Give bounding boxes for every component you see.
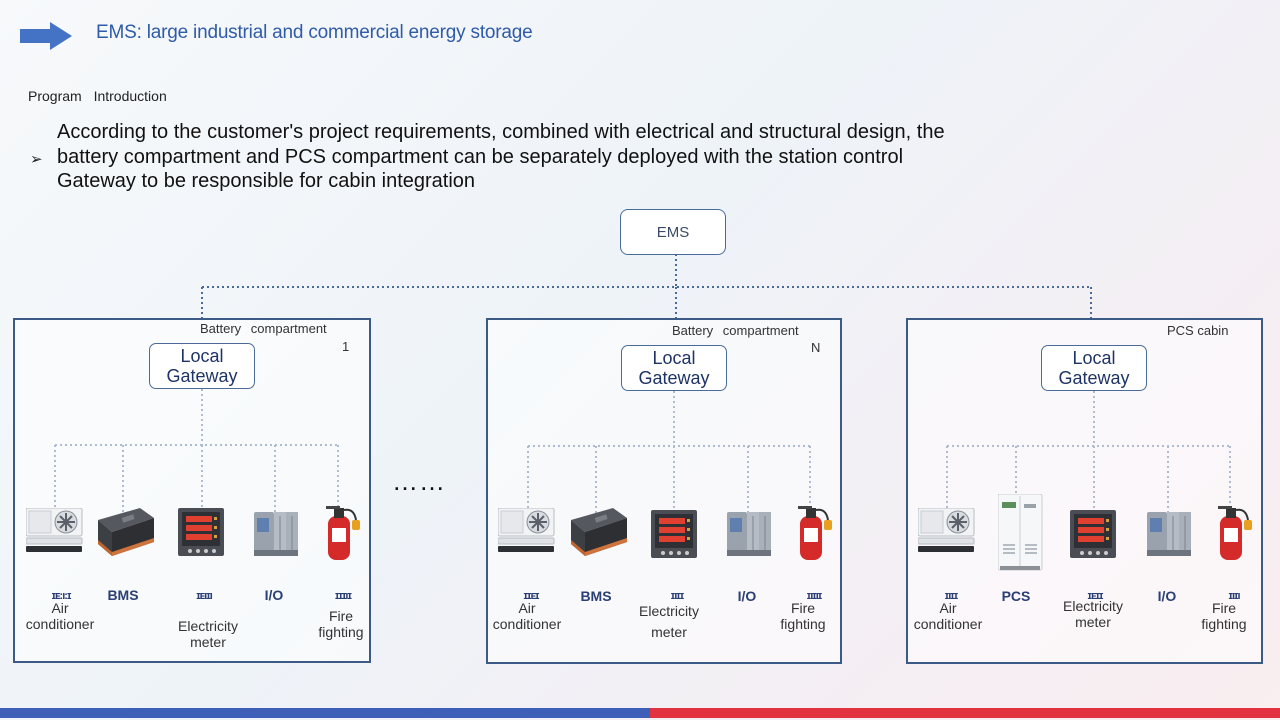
electricity-meter-icon bbox=[1070, 510, 1116, 558]
io-label: I/O bbox=[737, 588, 757, 604]
air-conditioner-glyph: ɪᴇ:ı:ɪ bbox=[51, 590, 72, 602]
fire-extinguisher-icon bbox=[1217, 505, 1253, 561]
bms-label: BMS bbox=[580, 588, 612, 604]
battery-bms-icon bbox=[98, 508, 154, 556]
electricity-meter-label: Electricity meter bbox=[1063, 598, 1123, 630]
cabin-label: Battery compartment bbox=[672, 323, 799, 338]
fire-glyph: ɪɪɪıɪ bbox=[335, 590, 352, 602]
fire-extinguisher-icon bbox=[797, 505, 833, 561]
fire-fighting-label: Fire fighting bbox=[1201, 600, 1247, 632]
ems-box: EMS bbox=[620, 209, 726, 255]
meter-glyph: ɪᴇɪɪ bbox=[1087, 590, 1104, 602]
meter-glyph: ɪᴇıɪı bbox=[196, 590, 213, 602]
air-conditioner-label: Air conditioner bbox=[913, 600, 983, 632]
io-label: I/O bbox=[1157, 588, 1177, 604]
io-label: I/O bbox=[264, 587, 284, 603]
cabin-label: Battery compartment bbox=[200, 321, 327, 336]
electricity-meter-icon bbox=[178, 508, 224, 556]
electricity-meter-icon bbox=[651, 510, 697, 558]
section-subtitle: Program Introduction bbox=[28, 88, 167, 104]
io-module-icon bbox=[1147, 511, 1192, 557]
local-gateway-box: Local Gateway bbox=[149, 343, 255, 389]
air-conditioner-icon bbox=[498, 508, 555, 553]
electricity-meter-label: Electricity meter bbox=[178, 618, 238, 650]
local-gateway-box: Local Gateway bbox=[621, 345, 727, 391]
fire-glyph: ɪıɪı bbox=[1228, 590, 1240, 602]
cabin-label: PCS cabin bbox=[1167, 323, 1229, 338]
air-conditioner-label: Air conditioner bbox=[25, 600, 95, 632]
footer-bar-blue bbox=[0, 708, 650, 718]
bms-label: BMS bbox=[107, 587, 139, 603]
air-conditioner-icon bbox=[918, 508, 975, 553]
pcs-label: PCS bbox=[1001, 588, 1031, 604]
local-gateway-box: Local Gateway bbox=[1041, 345, 1147, 391]
battery-bms-icon bbox=[571, 508, 627, 556]
electricity-meter-label: Electricity meter bbox=[639, 603, 699, 640]
fire-fighting-label: Fire fighting bbox=[780, 600, 826, 632]
bullet-arrow-icon: ➢ bbox=[30, 151, 43, 168]
io-module-icon bbox=[727, 511, 772, 557]
fire-extinguisher-icon bbox=[325, 505, 361, 561]
arrow-right-icon bbox=[20, 22, 72, 50]
ellipsis: …… bbox=[392, 466, 446, 496]
pcs-cabinet-icon bbox=[998, 494, 1043, 571]
fire-glyph: ɪıɪıɪ bbox=[806, 590, 823, 602]
footer-bar-red bbox=[650, 708, 1280, 718]
air-conditioner-label: Air conditioner bbox=[492, 600, 562, 632]
cabin-number: N bbox=[811, 340, 821, 355]
page-title: EMS: large industrial and commercial ene… bbox=[96, 22, 533, 43]
meter-glyph: ɪıɪɪ bbox=[670, 590, 684, 602]
fire-fighting-label: Fire fighting bbox=[318, 608, 364, 640]
air-conditioner-glyph: ɪɪᴇɪ bbox=[523, 590, 540, 602]
air-conditioner-icon bbox=[26, 508, 83, 553]
cabin-number: 1 bbox=[342, 339, 350, 354]
intro-paragraph: According to the customer's project requ… bbox=[57, 121, 945, 192]
air-conditioner-glyph: ɪıɪɪ bbox=[944, 590, 958, 602]
io-module-icon bbox=[254, 511, 299, 557]
